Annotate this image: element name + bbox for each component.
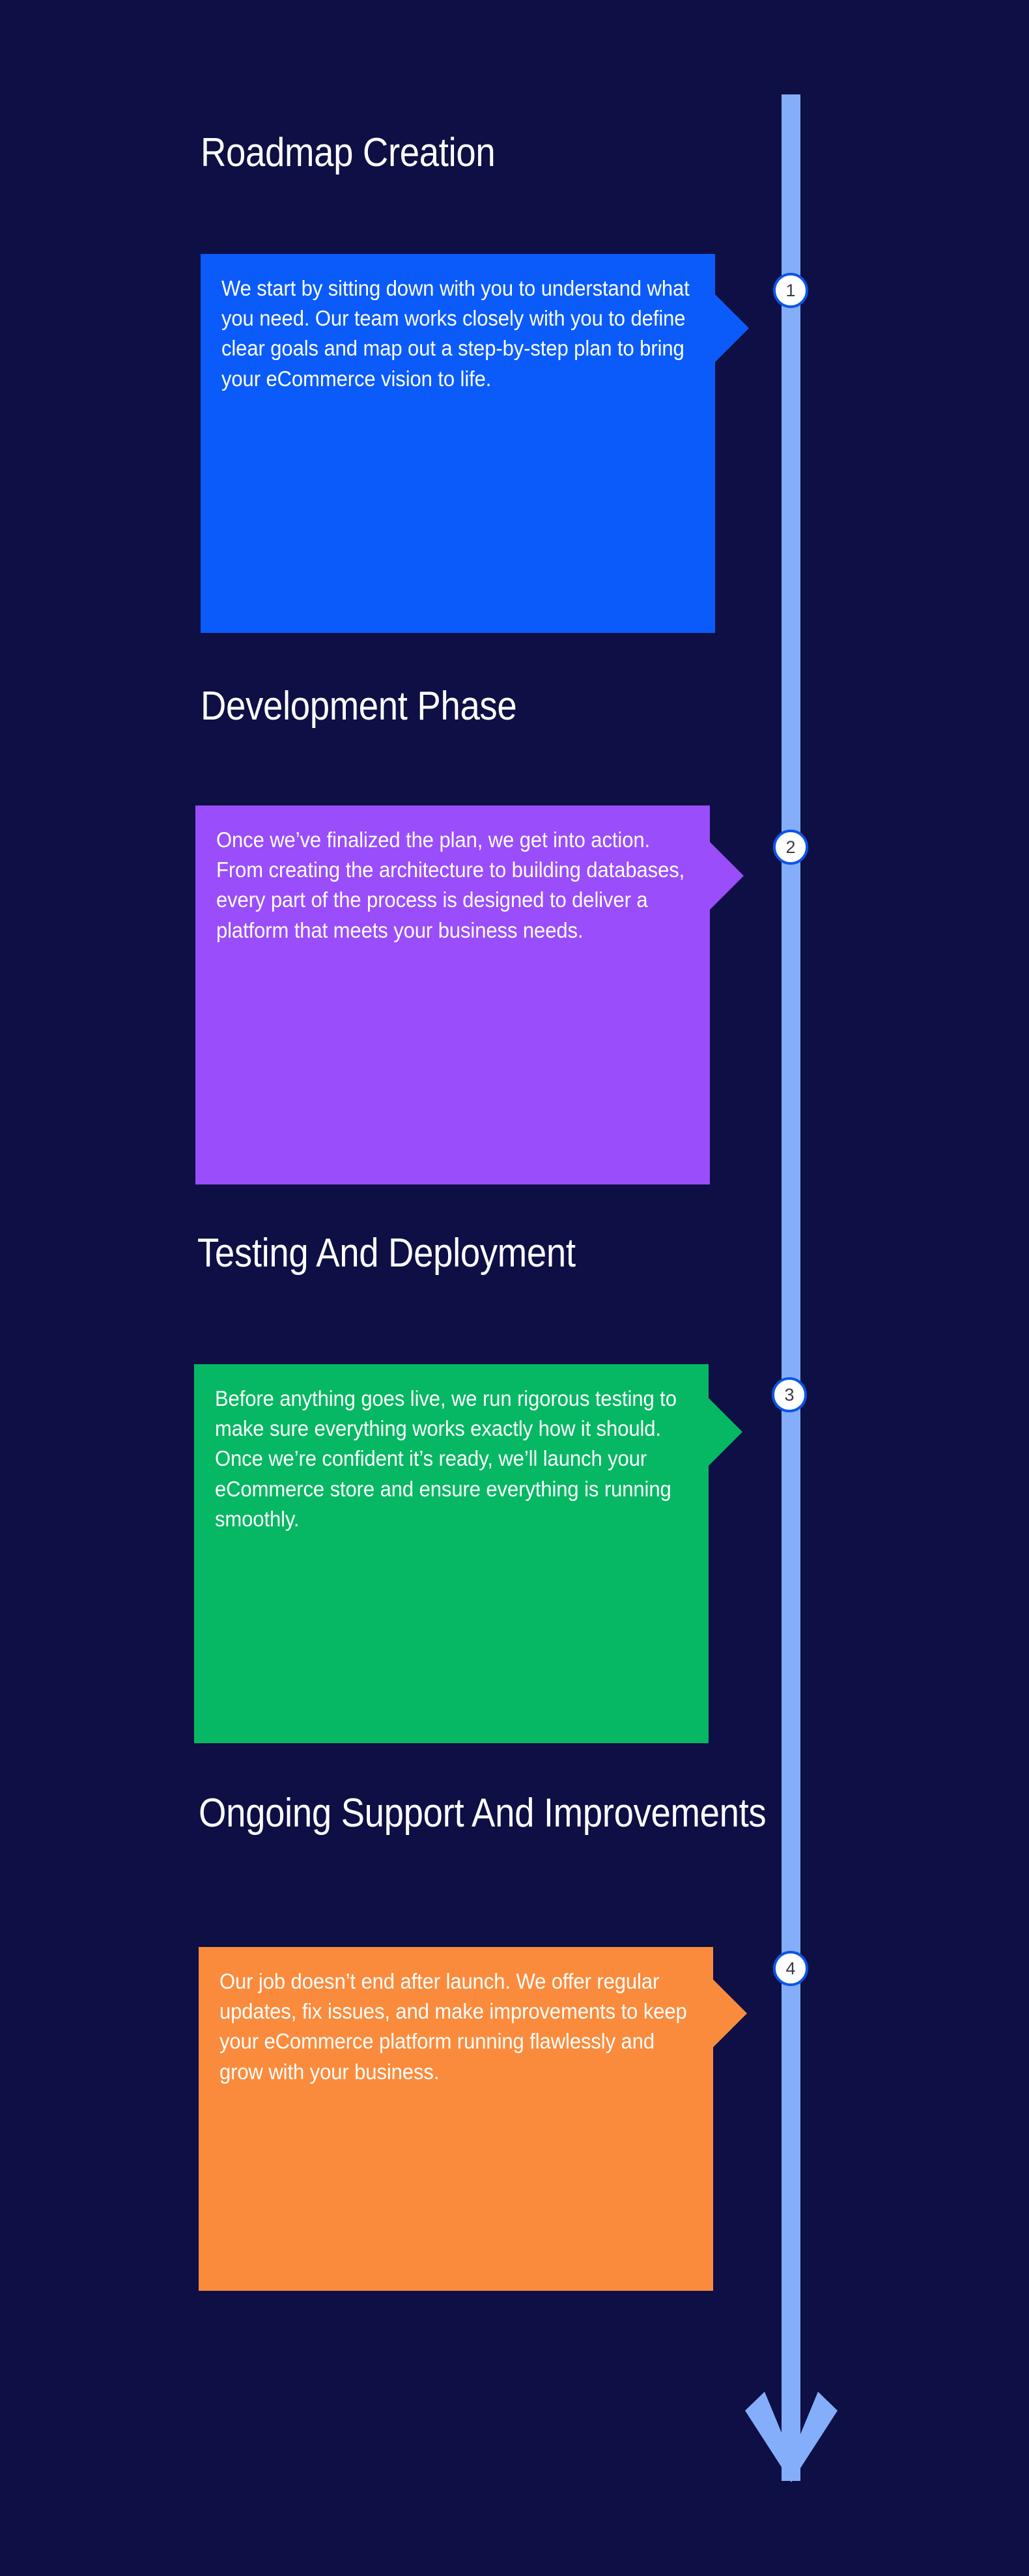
timeline-marker-1[interactable]: 1: [773, 273, 808, 308]
step-card-2: Once we’ve finalized the plan, we get in…: [195, 805, 744, 1184]
card-pointer-1: [715, 294, 749, 362]
card-pointer-3: [709, 1398, 742, 1466]
step-body-3: Before anything goes live, we run rigoro…: [214, 1386, 677, 1531]
step-card-4: Our job doesn’t end after launch. We off…: [199, 1947, 747, 2291]
card-pointer-4: [713, 1980, 747, 2047]
step-card-1: We start by sitting down with you to und…: [201, 254, 749, 633]
timeline-marker-2[interactable]: 2: [773, 830, 808, 865]
step-heading-3: Testing And Deployment: [197, 1231, 576, 1276]
step-heading-2: Development Phase: [201, 684, 517, 729]
step-heading-1: Roadmap Creation: [201, 130, 496, 175]
down-arrow-icon: [739, 2370, 843, 2487]
step-card-3: Before anything goes live, we run rigoro…: [194, 1364, 742, 1743]
card-pointer-2: [710, 842, 744, 910]
timeline-track: [782, 94, 800, 2481]
timeline-marker-4[interactable]: 4: [773, 1951, 808, 1986]
step-body-2: Once we’ve finalized the plan, we get in…: [216, 828, 685, 942]
step-body-4: Our job doesn’t end after launch. We off…: [219, 1969, 687, 2084]
step-body-1: We start by sitting down with you to und…: [221, 276, 690, 391]
timeline-marker-3[interactable]: 3: [772, 1377, 807, 1412]
step-heading-4: Ongoing Support And Improvements: [199, 1791, 767, 1836]
